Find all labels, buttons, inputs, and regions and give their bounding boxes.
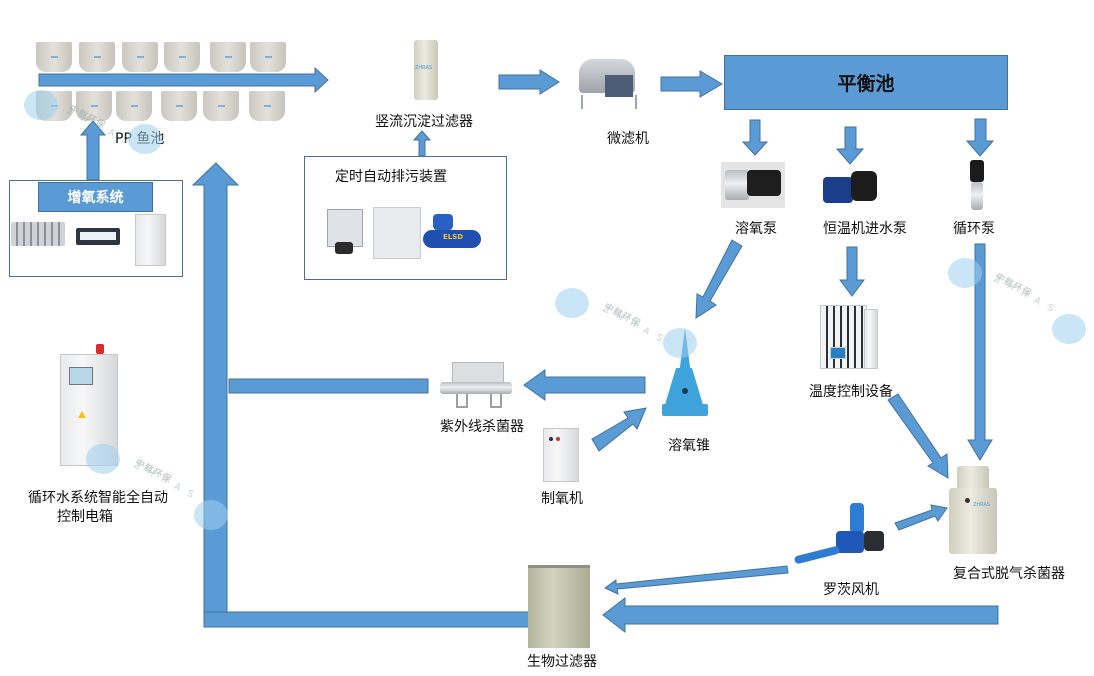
fish-tank [161, 91, 197, 121]
solenoid-valve-box-image [327, 209, 363, 254]
watermark-logo-icon [663, 328, 697, 358]
label-circulation-pump: 循环泵 [953, 221, 995, 237]
heater-feed-pump-image [821, 167, 883, 207]
label-control-cabinet-line2: 控制电箱 [57, 509, 113, 525]
label-oxygen-cone: 溶氧锥 [668, 438, 710, 454]
arrow-roots-blower-to-degasser [894, 504, 948, 531]
temperature-control-unit-image [820, 305, 878, 369]
arrow-heater-pump-to-temp-control [839, 246, 865, 297]
label-oxygen-generator: 制氧机 [541, 491, 583, 507]
balance-tank: 平衡池 [724, 55, 1008, 110]
biofilter-image [528, 565, 590, 648]
oxygen-generator-image [543, 428, 579, 482]
watermark-logo: 中航环保 Z H R A S [86, 444, 236, 534]
watermark-logo-icon [128, 124, 162, 154]
arrow-oxygen-generator-to-cone [591, 407, 647, 452]
vertical-filter-brand: ZHRAS [415, 65, 433, 71]
air-diffuser-manifold-image [11, 222, 65, 246]
arrow-degasser-to-biofilter [602, 596, 999, 634]
watermark-logo-icon [194, 500, 228, 530]
circulation-pump-image [968, 160, 986, 210]
oxygen-pump-image [721, 162, 785, 208]
fish-tank [79, 42, 115, 72]
fish-tank [250, 42, 286, 72]
fish-tank [76, 91, 112, 121]
air-compressor-image: ELSD [423, 208, 483, 256]
arrow-balance-to-circulation-pump [965, 118, 995, 157]
watermark-logo-icon [555, 288, 589, 318]
label-vertical-settling-filter: 竖流沉淀过滤器 [375, 114, 473, 130]
watermark-logo-icon [1052, 314, 1086, 344]
fish-tank [210, 42, 246, 72]
aeration-cabinet-image [135, 214, 166, 266]
drum-filter-image [577, 55, 637, 113]
label-biofilter: 生物过滤器 [527, 654, 597, 670]
watermark-logo-icon [86, 444, 120, 474]
arrow-balance-to-oxygen-pump [741, 119, 769, 156]
degassing-sterilizer-image: ZHRAS [949, 466, 999, 556]
arrow-return-to-fish-tanks [191, 162, 240, 613]
label-temperature-control: 温度控制设备 [809, 384, 893, 400]
label-oxygen-pump: 溶氧泵 [735, 221, 777, 237]
arrow-drum-filter-to-balance-tank [660, 70, 723, 98]
fish-tank [249, 91, 285, 121]
air-diffuser-plate-image [76, 228, 120, 245]
fish-tank [203, 91, 239, 121]
arrow-roots-blower-to-biofilter [604, 565, 789, 595]
fish-tank [116, 91, 152, 121]
label-heater-feed-pump: 恒温机进水泵 [823, 221, 907, 237]
compressor-brand: ELSD [443, 233, 464, 241]
arrow-biofilter-to-return-line [203, 611, 530, 628]
aeration-system-title: 增氧系统 [38, 182, 153, 212]
label-roots-blower: 罗茨风机 [823, 582, 879, 598]
degasser-brand: ZHRAS [973, 502, 991, 508]
control-box-image [373, 207, 421, 259]
watermark-logo: 中航环保 Z H R A S [555, 288, 705, 368]
label-degassing-sterilizer: 复合式脱气杀菌器 [953, 566, 1065, 582]
watermark-logo: 中航环保 Z H R A S [24, 90, 164, 160]
arrow-uv-to-return-line [228, 378, 429, 394]
fish-tank [36, 42, 72, 72]
arrow-cone-to-uv-sterilizer [523, 369, 646, 401]
vertical-settling-filter-image: ZHRAS [414, 40, 438, 100]
control-cabinet-image [60, 344, 118, 466]
label-auto-drain-device: 定时自动排污装置 [335, 169, 447, 185]
watermark-logo-icon [948, 258, 982, 288]
arrow-balance-to-heater-pump [835, 126, 865, 165]
watermark-logo-icon [24, 90, 58, 120]
fish-tanks-group [0, 0, 340, 160]
label-uv-sterilizer: 紫外线杀菌器 [440, 419, 524, 435]
arrow-auto-drain-to-settling-filter [412, 130, 432, 157]
fish-tank [122, 42, 158, 72]
uv-sterilizer-image [440, 362, 512, 408]
watermark-logo: 中航环保 Z H R A S [944, 258, 1094, 348]
label-drum-filter: 微滤机 [607, 131, 649, 147]
arrow-settling-to-drum-filter [498, 69, 560, 95]
fish-tank [164, 42, 200, 72]
label-control-cabinet-line1: 循环水系统智能全自动 [28, 490, 168, 506]
roots-blower-image [790, 503, 886, 569]
arrow-temp-control-to-degasser [887, 393, 949, 479]
